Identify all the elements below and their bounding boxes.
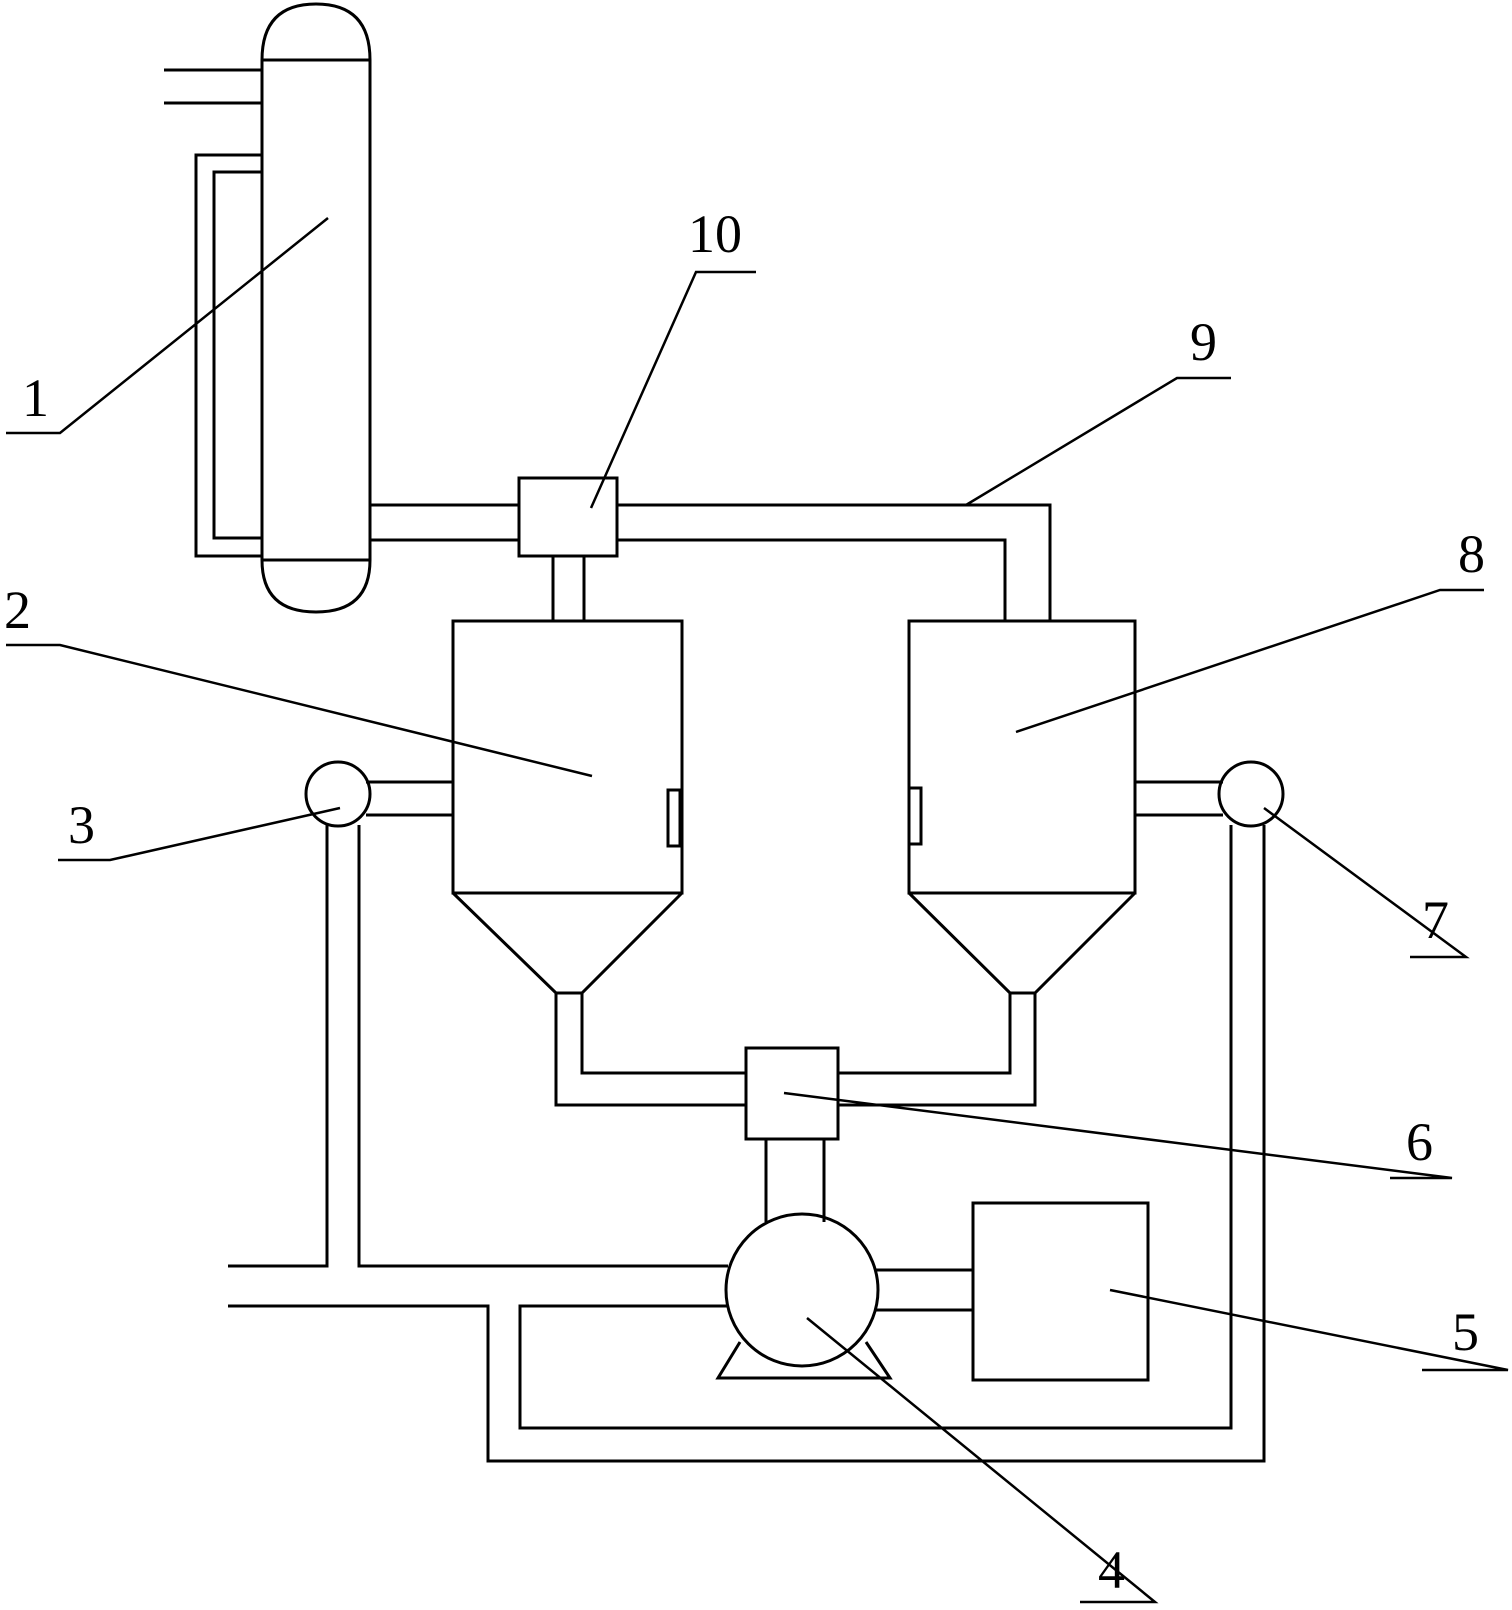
label-8: 8 [1458, 524, 1485, 584]
pipe-column-to-valve10 [370, 503, 519, 542]
motor-5 [876, 1201, 1150, 1382]
column-vessel-1 [164, 2, 372, 614]
label-9: 9 [1190, 312, 1217, 372]
valve-3 [304, 760, 453, 828]
pipe-loop-right [518, 825, 1233, 1430]
label-10: 10 [688, 204, 742, 264]
pipe-valve10-to-tank2 [551, 556, 586, 621]
number-labels: 1 2 3 4 5 6 7 8 9 10 [4, 204, 1485, 1600]
label-3: 3 [68, 795, 95, 855]
pipe-9 [617, 503, 1052, 621]
label-1: 1 [22, 368, 49, 428]
tank-8-port [907, 786, 923, 846]
label-5: 5 [1452, 1302, 1479, 1362]
label-4: 4 [1098, 1540, 1125, 1600]
label-6: 6 [1406, 1112, 1433, 1172]
valve-10 [517, 476, 619, 558]
valve-7 [1135, 760, 1285, 828]
leader-lines [6, 217, 1509, 1604]
label-2: 2 [4, 580, 31, 640]
valve-6 [744, 1046, 840, 1141]
pipe-tanks-to-valve6 [554, 993, 1037, 1107]
label-7: 7 [1422, 890, 1449, 950]
tank-8 [907, 619, 1137, 995]
pipe-loop-left [228, 825, 1266, 1463]
pipe-valve6-to-pump [764, 1139, 826, 1222]
pump-4 [715, 1212, 893, 1380]
tank-2-port [666, 788, 682, 848]
tank-2 [451, 619, 684, 995]
